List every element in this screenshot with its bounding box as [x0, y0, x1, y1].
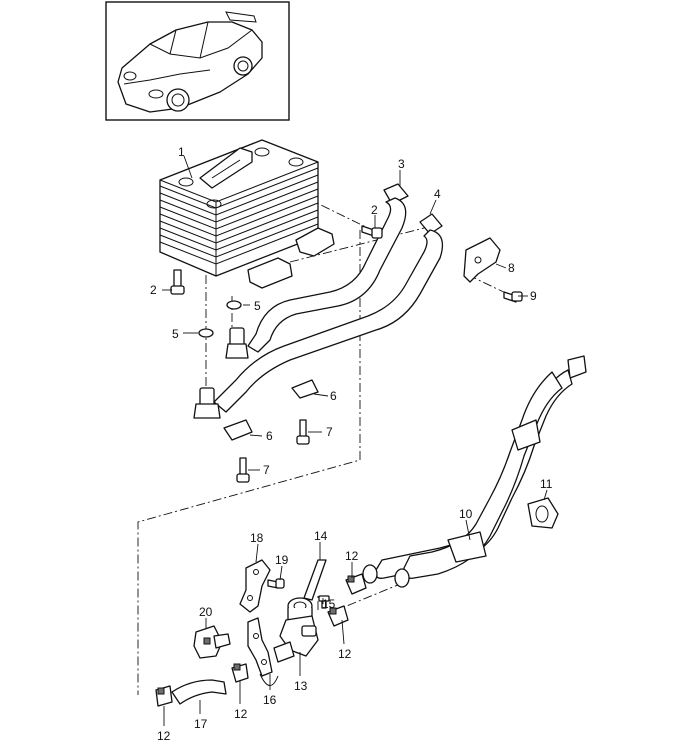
callout-13: 13 — [294, 679, 308, 693]
sensor-bracket — [239, 559, 271, 613]
strap — [303, 559, 327, 601]
callout-12-c: 12 — [234, 707, 248, 721]
callout-14: 14 — [314, 529, 328, 543]
bolt-19 — [267, 578, 285, 589]
pipe-fitting-upper — [225, 327, 249, 359]
short-hose — [171, 679, 227, 705]
callout-15: 15 — [322, 597, 336, 611]
leader-lines — [162, 155, 548, 726]
callout-4: 4 — [434, 187, 441, 201]
callout-12-a: 12 — [345, 549, 359, 563]
bracket-bolt-lower — [236, 457, 250, 483]
valve-bracket — [247, 617, 273, 677]
callout-6-lower: 6 — [266, 429, 273, 443]
oil-cooler — [159, 139, 335, 289]
hose-clamp-12-b — [327, 605, 349, 627]
temperature-sensor — [193, 625, 231, 659]
callout-10: 10 — [459, 507, 473, 521]
callout-2-upper: 2 — [371, 203, 378, 217]
callout-5-lower: 5 — [172, 327, 179, 341]
callout-labels: 1 2 2 3 4 5 5 6 6 7 7 8 9 10 11 12 12 12… — [150, 145, 553, 743]
mounting-bracket — [463, 237, 501, 283]
coolant-hose — [362, 355, 587, 588]
callout-1: 1 — [178, 145, 185, 159]
callout-12-b: 12 — [338, 647, 352, 661]
callout-12-d: 12 — [157, 729, 171, 743]
callout-5-upper: 5 — [254, 299, 261, 313]
callout-6-upper: 6 — [330, 389, 337, 403]
pipe-bracket-lower — [223, 419, 253, 441]
callout-7-lower: 7 — [263, 463, 270, 477]
bracket-bolt-right — [503, 291, 523, 303]
hose-clamp-11 — [527, 497, 559, 529]
callout-20: 20 — [199, 605, 213, 619]
sports-car-thumbnail-icon — [117, 11, 263, 113]
hose-clamp-12-c — [231, 663, 249, 683]
bolt-left — [170, 269, 185, 295]
callout-18: 18 — [250, 531, 264, 545]
hose-clamp-12-a — [345, 573, 367, 595]
vehicle-thumbnail — [105, 1, 290, 121]
hose-clamp-12-d — [155, 685, 173, 707]
callout-9: 9 — [530, 289, 537, 303]
callout-7-upper: 7 — [326, 425, 333, 439]
callout-3: 3 — [398, 157, 405, 171]
o-ring-upper — [226, 300, 242, 310]
pipe-bracket-upper — [291, 379, 319, 399]
o-ring-lower — [198, 328, 214, 338]
bracket-bolt-upper — [296, 419, 310, 445]
callout-16: 16 — [263, 693, 277, 707]
callout-17: 17 — [194, 717, 208, 731]
bolt-upper — [361, 225, 383, 239]
pipe-fitting-lower — [193, 387, 221, 419]
callout-19: 19 — [275, 553, 289, 567]
screw-15 — [318, 595, 330, 609]
callout-11: 11 — [540, 477, 553, 491]
callout-2-left: 2 — [150, 283, 157, 297]
control-valve — [273, 597, 319, 663]
callout-8: 8 — [508, 261, 515, 275]
